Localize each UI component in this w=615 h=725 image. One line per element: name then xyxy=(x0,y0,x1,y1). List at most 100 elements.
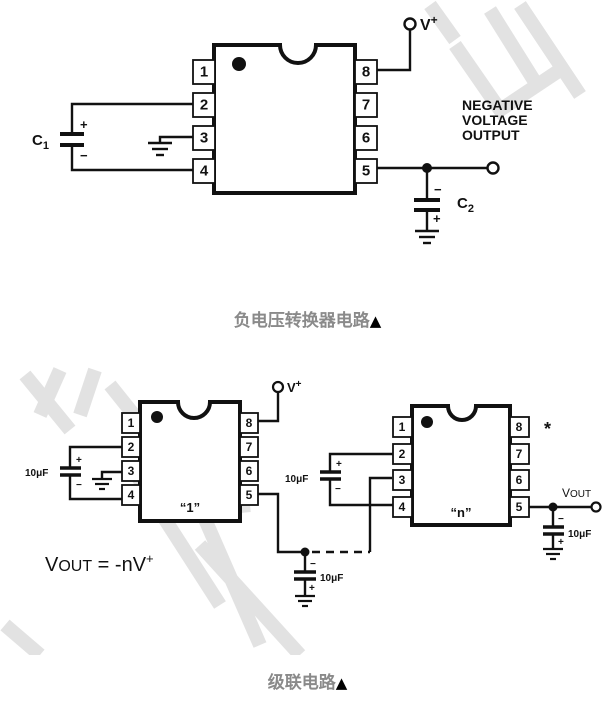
pin-label: 7 xyxy=(362,97,370,114)
pin-label: 1 xyxy=(128,416,135,430)
output-label-line: VOLTAGE xyxy=(462,112,528,128)
ground-icon xyxy=(295,594,315,608)
pin-label: 4 xyxy=(399,500,406,514)
cap-minus: − xyxy=(310,559,316,570)
pin-1 xyxy=(121,412,141,434)
figure2-caption: 级联电路▲ xyxy=(0,668,615,693)
pin1-indicator-dot xyxy=(232,57,246,71)
pin-8 xyxy=(239,412,259,434)
pin3-ground-wire xyxy=(158,135,193,143)
cap-minus: − xyxy=(76,480,82,491)
pin-7 xyxy=(354,92,378,118)
left-pins: 1 2 3 4 xyxy=(192,59,216,184)
pin-label: 2 xyxy=(200,97,208,114)
supply-wire xyxy=(258,392,280,423)
chipn-right-pins: 8 7 6 5 xyxy=(509,416,530,518)
pin-label: 8 xyxy=(362,64,370,81)
chip-body xyxy=(212,43,357,195)
cap-wire xyxy=(68,445,122,501)
pin-label: 4 xyxy=(128,488,135,502)
pin-7 xyxy=(509,443,530,465)
pin-3 xyxy=(392,469,413,491)
figure2-caption-text: 级联电路 xyxy=(267,673,336,693)
pin-label: 5 xyxy=(516,500,523,514)
pin-4 xyxy=(392,496,413,518)
pin-label: 3 xyxy=(399,473,406,487)
chip1-body xyxy=(138,400,242,523)
pin-label: 8 xyxy=(516,420,523,434)
negative-voltage-converter-diagram: 1 2 3 4 8 7 6 5 V+ + − C1 NEGATIVE VOLTA… xyxy=(32,0,586,245)
c1-minus: − xyxy=(80,148,88,163)
right-pins: 8 7 6 5 xyxy=(354,59,378,184)
pin1-indicator-dot xyxy=(421,416,433,428)
pin-8 xyxy=(354,59,378,85)
pin-label: 3 xyxy=(128,464,135,478)
cap-plus: + xyxy=(309,583,315,594)
figure1-caption: 负电压转换器电路▲ xyxy=(0,306,615,331)
caption-triangle-icon: ▲ xyxy=(369,312,382,330)
chip1-left-pins: 1 2 3 4 xyxy=(121,412,141,506)
vout-label: VOUT xyxy=(562,486,591,500)
pin-6 xyxy=(354,125,378,151)
pin-1 xyxy=(392,416,413,438)
pin-label: 7 xyxy=(246,440,253,454)
c2-plus: + xyxy=(433,211,441,226)
pin-8 xyxy=(509,416,530,438)
output-label-line: OUTPUT xyxy=(462,127,520,143)
pin-label: 2 xyxy=(399,447,406,461)
chip1-name: “1” xyxy=(180,500,200,515)
cap-plus: + xyxy=(336,459,342,470)
pin-label: 2 xyxy=(128,440,135,454)
figure1-caption-text: 负电压转换器电路 xyxy=(233,311,370,331)
cap-value-label: 10μF xyxy=(285,474,308,485)
cascade-circuit-diagram: 1 2 3 4 8 7 6 5 “1” V+ + − 10μF VOUT = -… xyxy=(0,367,602,655)
pin-6 xyxy=(239,460,259,482)
cap-minus: − xyxy=(335,484,341,495)
pin-label: 3 xyxy=(200,130,208,147)
vout-terminal xyxy=(590,501,602,513)
pin1-indicator-dot xyxy=(151,411,163,423)
pin-4 xyxy=(121,484,141,506)
cap-plus: + xyxy=(558,537,564,548)
cap-plus: + xyxy=(76,455,82,466)
pin-label: 1 xyxy=(200,64,208,81)
c2-label: C2 xyxy=(457,195,474,215)
cascade-wire xyxy=(258,492,305,554)
c2-minus: − xyxy=(434,182,442,197)
ground-icon xyxy=(415,229,439,245)
c1-label: C1 xyxy=(32,132,49,152)
c1-plus: + xyxy=(80,117,88,132)
pin-label: 1 xyxy=(399,420,406,434)
pin-label: 7 xyxy=(516,447,523,461)
supply-label: V+ xyxy=(420,13,438,34)
cap-wire xyxy=(328,452,393,507)
chip1-right-pins: 8 7 6 5 xyxy=(239,412,259,506)
pin-label: 5 xyxy=(246,488,253,502)
pin-label: 8 xyxy=(246,416,253,430)
pin-label: 4 xyxy=(200,163,209,180)
watermark xyxy=(424,0,586,120)
cap-value-label: 10μF xyxy=(320,573,343,584)
pin-7 xyxy=(239,436,259,458)
pin-1 xyxy=(192,59,216,85)
output-label-line: NEGATIVE xyxy=(462,97,533,113)
vout-formula: VOUT = -nV+ xyxy=(45,551,154,576)
pin-5 xyxy=(354,158,378,184)
cap-value-label: 10μF xyxy=(568,529,591,540)
ground-icon xyxy=(92,477,112,491)
supply-wire xyxy=(377,30,412,72)
ground-wire xyxy=(100,470,122,478)
chipn-left-pins: 1 2 3 4 xyxy=(392,416,413,518)
supply-label: V+ xyxy=(287,379,302,395)
supply-terminal xyxy=(271,380,285,394)
c1-wire xyxy=(70,102,193,172)
ground-icon xyxy=(148,141,172,157)
pin-label: 6 xyxy=(516,473,523,487)
output-terminal xyxy=(486,161,500,175)
pin-6 xyxy=(509,469,530,491)
chipn-body xyxy=(410,404,512,527)
pin-label: 6 xyxy=(246,464,253,478)
pin8-asterisk: * xyxy=(544,419,551,439)
chipn-pin3-wire xyxy=(368,476,392,552)
supply-terminal xyxy=(403,17,417,31)
